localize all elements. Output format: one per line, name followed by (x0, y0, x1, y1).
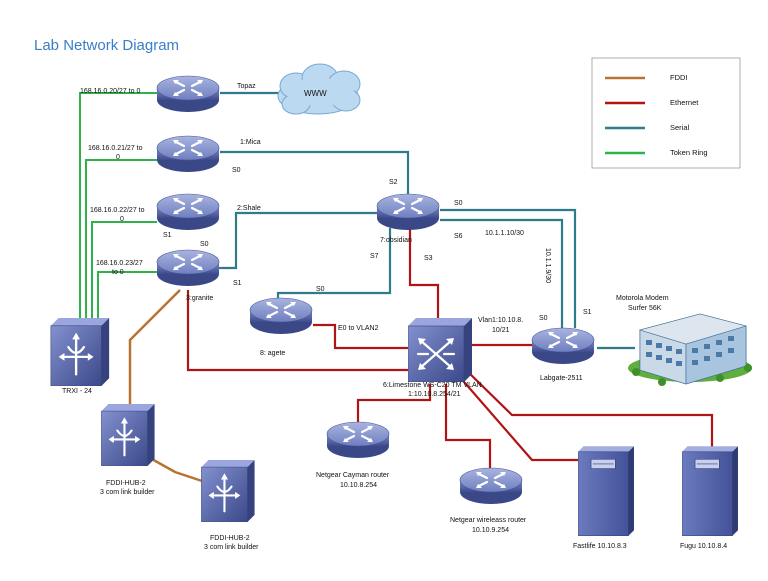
label-topaz: Topaz (237, 83, 256, 90)
hub-trxi-icon[interactable] (50, 318, 110, 386)
link-serial-obsidian-labgate-s0 (440, 208, 577, 328)
label-shale: 2:Shale (237, 205, 261, 212)
label-tr2b: 0 (116, 154, 120, 161)
link-fddi-hub1-hub2 (149, 456, 206, 484)
link-serial-mica-obsidian (220, 150, 410, 200)
router-mica-icon[interactable] (155, 134, 221, 174)
link-ethernet-limestone-wireless (444, 384, 492, 470)
label-obsidian-s7: S7 (370, 253, 379, 260)
router-shale-icon[interactable] (155, 192, 221, 232)
router-netgear-cayman-icon[interactable] (325, 420, 391, 460)
label-fddi-hub2-b: 3 com link builder (204, 544, 259, 551)
switch-limestone-icon[interactable] (408, 318, 472, 382)
link-serial-obsidian-labgate-s6 (440, 218, 564, 328)
label-tr4a: 168.16.0.23/27 (96, 260, 143, 267)
label-serial-ip: 10.1.1.10/30 (485, 230, 524, 237)
label-fddi-hub1-b: 3 com link builder (100, 489, 155, 496)
link-ethernet-limestone-cayman (356, 384, 432, 424)
server-fugu-icon[interactable] (682, 446, 738, 536)
token-ring-links (79, 92, 157, 318)
legend-box (591, 57, 741, 169)
link-ethernet-granite-limestone (186, 290, 408, 372)
label-trxi: TRXI - 24 (62, 388, 92, 395)
label-wireless-2: 10.10.9.254 (472, 527, 509, 534)
label-e0-vlan2: E0 to VLAN2 (338, 325, 379, 332)
label-obsidian: 7:obsidian (380, 237, 412, 244)
label-agete-s0: S0 (316, 286, 325, 293)
link-ethernet-limestone-fastlife (457, 374, 590, 462)
label-cayman-2: 10.10.8.254 (340, 482, 377, 489)
label-tr3b: 0 (120, 216, 124, 223)
router-agete-icon[interactable] (248, 296, 314, 336)
legend-label-token-ring: Token Ring (670, 148, 708, 157)
label-labgate-s1: S1 (583, 309, 592, 316)
label-obsidian-s2: S2 (389, 179, 398, 186)
label-vlan1a: Vlan1:10.10.8. (478, 317, 523, 324)
label-fddi-hub1-a: FDDI-HUB-2 (106, 480, 146, 487)
label-fddi-hub2-a: FDDI-HUB-2 (210, 535, 250, 542)
link-ethernet-limestone-fugu (465, 369, 714, 448)
label-vlan1b: 10/21 (492, 327, 510, 334)
label-modem-2: Surfer 56K (628, 305, 662, 312)
legend-label-fddi: FDDI (670, 73, 688, 82)
legend-label-ethernet: Ethernet (670, 98, 699, 107)
label-tr4b: to 0 (112, 269, 124, 276)
label-granite-s0: S0 (200, 241, 209, 248)
label-labgate-s0: S0 (539, 315, 548, 322)
router-netgear-wireless-icon[interactable] (458, 466, 524, 506)
label-agete: 8: agete (260, 350, 285, 357)
legend-label-serial: Serial (670, 123, 690, 132)
link-fddi-granite-hub1 (128, 289, 181, 408)
label-obsidian-s6: S6 (454, 233, 463, 240)
label-labgate: Labgate-2511 (540, 375, 583, 382)
link-token-ring-mica (85, 159, 157, 318)
label-tr1: 168.16.0.20/27 to 0 (80, 88, 140, 95)
label-fastlife: Fastlife 10.10.8.3 (573, 543, 627, 550)
label-limestone-1: 6:Limestone WS-C20 TM VLAN (383, 382, 482, 389)
label-obsidian-s0: S0 (454, 200, 463, 207)
link-ethernet-agete-limestone (313, 323, 408, 350)
internet-cloud: WWW (277, 63, 361, 115)
hub-fddi-1-icon[interactable] (100, 404, 156, 466)
link-token-ring-topaz (79, 92, 157, 318)
link-ethernet-obsidian-limestone (408, 228, 440, 320)
router-labgate-icon[interactable] (530, 326, 596, 366)
label-granite-s1: S1 (233, 280, 242, 287)
label-mica: 1:Mica (240, 139, 261, 146)
label-cayman-1: Netgear Cayman router (316, 472, 390, 479)
router-topaz-icon[interactable] (155, 74, 221, 114)
label-obsidian-s3: S3 (424, 255, 433, 262)
router-obsidian-icon[interactable] (375, 192, 441, 232)
link-serial-granite-obsidian (218, 211, 380, 270)
legend: FDDI Ethernet Serial Token Ring (591, 57, 741, 169)
link-token-ring-shale (91, 221, 157, 318)
fddi-links (128, 289, 206, 484)
modem-building-icon[interactable] (628, 313, 752, 386)
link-serial-obsidian-agete (276, 228, 392, 304)
label-modem-1: Motorola Modem (616, 295, 669, 302)
router-granite-icon[interactable] (155, 248, 221, 288)
ethernet-links (186, 228, 714, 470)
label-mica-s0: S0 (232, 167, 241, 174)
server-fastlife-icon[interactable] (578, 446, 634, 536)
labels: Topaz 168.16.0.20/27 to 0 168.16.0.21/27… (62, 83, 727, 551)
label-shale-s1: S1 (163, 232, 172, 239)
page-title: Lab Network Diagram (34, 37, 179, 54)
label-granite: 3:granite (186, 295, 213, 302)
link-token-ring-granite (97, 271, 157, 318)
label-limestone-2: 1:10.10.8.254/21 (408, 391, 461, 398)
label-serial-ip-vertical: 10.1.1.9/30 (544, 248, 551, 283)
www-label: WWW (304, 89, 327, 98)
label-wireless-1: Netgear wireleass router (450, 517, 527, 524)
label-fugu: Fugu 10.10.8.4 (680, 543, 727, 550)
label-tr2a: 168.16.0.21/27 to (88, 145, 143, 152)
label-tr3a: 168.16.0.22/27 to (90, 207, 145, 214)
hub-fddi-2-icon[interactable] (200, 460, 256, 522)
